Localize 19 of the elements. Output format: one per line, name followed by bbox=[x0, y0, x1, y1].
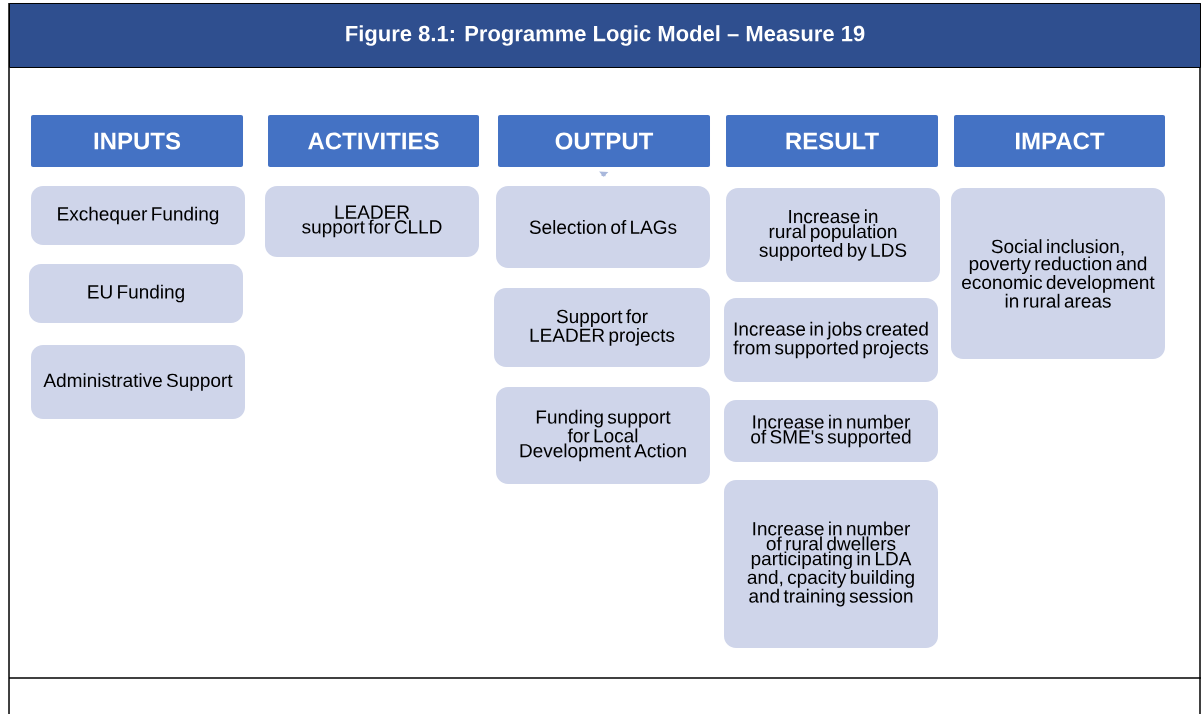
text-box: Exchequer Funding bbox=[31, 186, 245, 245]
title-banner: Figure 8.1: Programme Logic Model – Measure 19 bbox=[9, 3, 1201, 68]
text-box: Increase in jobs created from supported projects bbox=[724, 298, 938, 382]
text-box: Funding support for Local Development Action bbox=[496, 387, 710, 484]
text-box: Social inclusion, poverty reduction and economic development in rural areas bbox=[951, 188, 1165, 359]
arrow bbox=[599, 171, 609, 177]
text-box: Increase in number of SME's supported bbox=[724, 400, 938, 462]
text-box: Increase in number of rural dwellers participating in LDA and, cpacity building and training session bbox=[724, 480, 938, 648]
text-box: Administrative Support bbox=[31, 345, 245, 419]
text-box: LEADER support for CLLD bbox=[265, 186, 479, 257]
text-box: Selection of LAGs bbox=[496, 186, 710, 268]
header-box: INPUTS bbox=[31, 115, 243, 167]
header-box: ACTIVITIES bbox=[268, 115, 479, 167]
text-box: EU Funding bbox=[29, 264, 243, 323]
text-box: Support for LEADER projects bbox=[494, 288, 710, 367]
header-box: OUTPUT bbox=[498, 115, 710, 167]
text-box: Increase in rural population supported by LDS bbox=[726, 188, 940, 282]
header-box: RESULT bbox=[726, 115, 938, 167]
header-box: IMPACT bbox=[954, 115, 1165, 167]
